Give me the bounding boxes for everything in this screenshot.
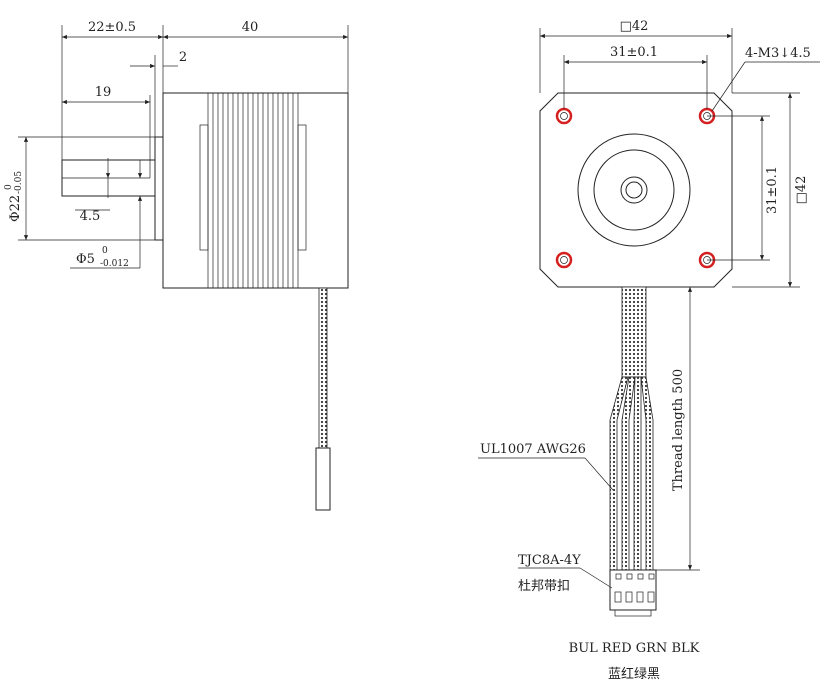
cable-label: UL1007 AWG26 (480, 442, 586, 457)
connector-side (315, 447, 331, 511)
svg-text:0: 0 (4, 184, 14, 190)
connector-model: TJC8A-4Y (518, 553, 581, 568)
dim-boss-diameter: Φ22 0 -0.05 (4, 171, 24, 222)
dim-holes: 4-M3↓4.5 (745, 46, 811, 61)
dim-hole-spacing-v: 31±0.1 (765, 166, 780, 214)
svg-text:-0.05: -0.05 (14, 171, 24, 194)
shaft-inner (625, 181, 643, 199)
side-view: 22±0.5 40 2 19 4.5 Φ22 0 -0.05 (4, 20, 349, 511)
dim-body-height: □42 (794, 176, 809, 205)
dim-thread-length: Thread length 500 (671, 369, 686, 491)
face-ring-inner (593, 149, 675, 231)
front-view: □42 31±0.1 4-M3↓4.5 31±0.1 □42 (478, 19, 820, 682)
svg-text:0: 0 (102, 246, 108, 256)
dim-flange: 2 (179, 50, 187, 65)
dim-body-length: 40 (242, 20, 259, 35)
dim-hole-spacing-h: 31±0.1 (610, 45, 658, 60)
motor-body-side (162, 92, 349, 289)
lamination-stack (199, 92, 307, 289)
dim-flat-length: 19 (95, 85, 112, 100)
connector (609, 569, 657, 617)
connector-brand: 杜邦带扣 (518, 579, 570, 594)
dim-flat: 4.5 (80, 209, 101, 224)
wire-colors-en: BUL RED GRN BLK (569, 641, 700, 656)
dim-shaft-diameter: Φ5 0 -0.012 (76, 246, 129, 269)
svg-text:Φ5: Φ5 (76, 252, 95, 267)
mounting-holes (555, 107, 716, 269)
cable-bundle (609, 286, 654, 571)
face-ring-outer (577, 133, 691, 247)
svg-text:-0.012: -0.012 (100, 259, 129, 269)
cable-side (318, 287, 328, 449)
shaft-outer (620, 176, 648, 204)
dim-shaft-length: 22±0.5 (88, 20, 136, 35)
boss (154, 136, 164, 241)
dim-body-width: □42 (620, 19, 649, 34)
wire-colors-cn: 蓝红绿黑 (608, 666, 660, 682)
svg-text:Φ22: Φ22 (8, 195, 23, 222)
